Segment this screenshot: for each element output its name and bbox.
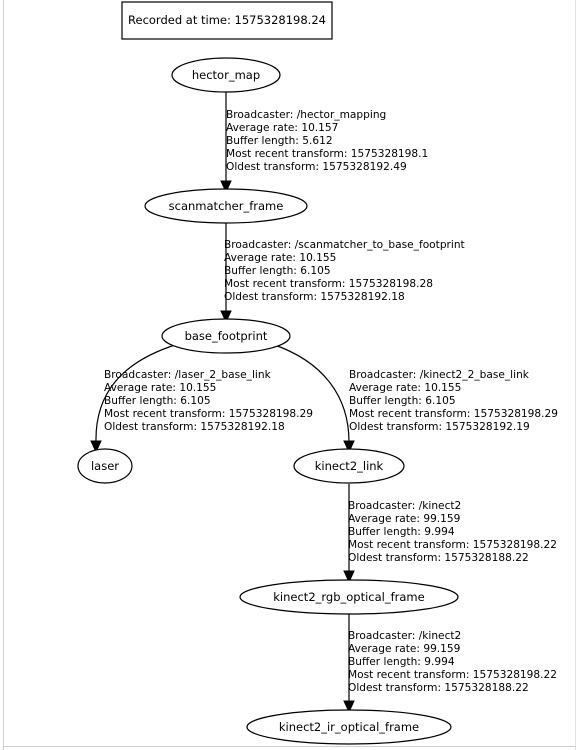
edge-label-kinect2-to-rgb: Broadcaster: /kinect2 Average rate: 99.1… xyxy=(348,500,557,564)
edge-kinect2-to-rgb xyxy=(343,484,355,584)
edge-label-hector-to-scanmatcher: Broadcaster: /hector_mapping Average rat… xyxy=(226,109,428,173)
edge-most-recent: Most recent transform: 1575328198.29 xyxy=(349,408,558,420)
edge-oldest: Oldest transform: 1575328192.18 xyxy=(224,291,405,303)
edge-line xyxy=(271,343,350,443)
edge-oldest: Oldest transform: 1575328188.22 xyxy=(348,552,529,564)
edge-broadcaster: Broadcaster: /kinect2 xyxy=(348,500,461,512)
edge-buffer-length: Buffer length: 9.994 xyxy=(348,656,455,668)
edge-line xyxy=(95,343,179,443)
recorded-time-text: Recorded at time: 1575328198.24 xyxy=(128,13,326,27)
arrowhead-icon xyxy=(343,440,355,454)
arrowhead-icon xyxy=(90,440,102,454)
edge-broadcaster: Broadcaster: /kinect2 xyxy=(348,630,461,642)
page-border-bottom xyxy=(3,746,576,747)
edge-base-to-laser xyxy=(90,343,179,454)
node-label: scanmatcher_frame xyxy=(169,199,284,213)
edge-scanmatcher-to-base xyxy=(220,223,232,324)
arrowhead-icon xyxy=(220,180,232,194)
edge-buffer-length: Buffer length: 6.105 xyxy=(104,395,211,407)
edge-oldest: Oldest transform: 1575328192.18 xyxy=(104,421,285,433)
edge-rgb-to-ir xyxy=(343,614,355,714)
edge-buffer-length: Buffer length: 9.994 xyxy=(348,526,455,538)
edge-most-recent: Most recent transform: 1575328198.22 xyxy=(348,669,557,681)
edge-buffer-length: Buffer length: 6.105 xyxy=(224,265,331,277)
edge-average-rate: Average rate: 10.155 xyxy=(349,382,461,394)
edge-broadcaster: Broadcaster: /kinect2_2_base_link xyxy=(349,369,530,381)
edge-broadcaster: Broadcaster: /laser_2_base_link xyxy=(104,369,272,381)
page-border-left xyxy=(3,0,4,750)
node-ellipse xyxy=(239,579,459,615)
node-ellipse xyxy=(171,57,281,93)
node-label: base_footprint xyxy=(185,329,268,343)
node-label: hector_map xyxy=(192,68,260,82)
recorded-time-frame xyxy=(121,1,333,40)
node-label: laser xyxy=(91,459,119,473)
edge-label-base-to-kinect2: Broadcaster: /kinect2_2_base_link Averag… xyxy=(349,369,558,433)
edge-broadcaster: Broadcaster: /hector_mapping xyxy=(226,109,386,121)
arrowhead-icon xyxy=(343,570,355,584)
edge-oldest: Oldest transform: 1575328188.22 xyxy=(348,682,529,694)
node-scanmatcher-frame: scanmatcher_frame xyxy=(144,188,308,224)
edge-buffer-length: Buffer length: 6.105 xyxy=(349,395,456,407)
node-kinect2-link: kinect2_link xyxy=(293,448,405,484)
node-kinect2-ir-optical-frame: kinect2_ir_optical_frame xyxy=(246,709,452,745)
recorded-time-box: Recorded at time: 1575328198.24 xyxy=(121,1,333,40)
node-laser: laser xyxy=(77,448,133,484)
node-ellipse xyxy=(144,188,308,224)
edge-average-rate: Average rate: 99.159 xyxy=(348,513,460,525)
node-kinect2-rgb-optical-frame: kinect2_rgb_optical_frame xyxy=(239,579,459,615)
node-hector-map: hector_map xyxy=(171,57,281,93)
edge-average-rate: Average rate: 10.155 xyxy=(104,382,216,394)
edge-most-recent: Most recent transform: 1575328198.22 xyxy=(348,539,557,551)
edge-oldest: Oldest transform: 1575328192.19 xyxy=(349,421,530,433)
edge-label-base-to-laser: Broadcaster: /laser_2_base_link Average … xyxy=(104,369,313,433)
edge-oldest: Oldest transform: 1575328192.49 xyxy=(226,161,407,173)
edge-hector-to-scanmatcher xyxy=(220,92,232,194)
edge-broadcaster: Broadcaster: /scanmatcher_to_base_footpr… xyxy=(224,239,465,251)
edge-most-recent: Most recent transform: 1575328198.28 xyxy=(224,278,433,290)
node-ellipse xyxy=(246,709,452,745)
arrowhead-icon xyxy=(343,700,355,714)
edge-label-scanmatcher-to-base: Broadcaster: /scanmatcher_to_base_footpr… xyxy=(224,239,465,303)
edge-most-recent: Most recent transform: 1575328198.1 xyxy=(226,148,428,160)
node-label: kinect2_link xyxy=(315,459,384,473)
node-ellipse xyxy=(77,448,133,484)
node-label: kinect2_rgb_optical_frame xyxy=(273,590,424,604)
edge-buffer-length: Buffer length: 5.612 xyxy=(226,135,333,147)
arrowhead-icon xyxy=(220,310,232,324)
edge-average-rate: Average rate: 10.155 xyxy=(224,252,336,264)
node-ellipse xyxy=(161,318,291,354)
edge-average-rate: Average rate: 99.159 xyxy=(348,643,460,655)
node-ellipse xyxy=(293,448,405,484)
node-label: kinect2_ir_optical_frame xyxy=(279,720,419,734)
edge-most-recent: Most recent transform: 1575328198.29 xyxy=(104,408,313,420)
page-border-right xyxy=(575,0,576,750)
edge-base-to-kinect2 xyxy=(271,343,355,454)
edge-label-rgb-to-ir: Broadcaster: /kinect2 Average rate: 99.1… xyxy=(348,630,557,694)
edge-average-rate: Average rate: 10.157 xyxy=(226,122,338,134)
node-base-footprint: base_footprint xyxy=(161,318,291,354)
